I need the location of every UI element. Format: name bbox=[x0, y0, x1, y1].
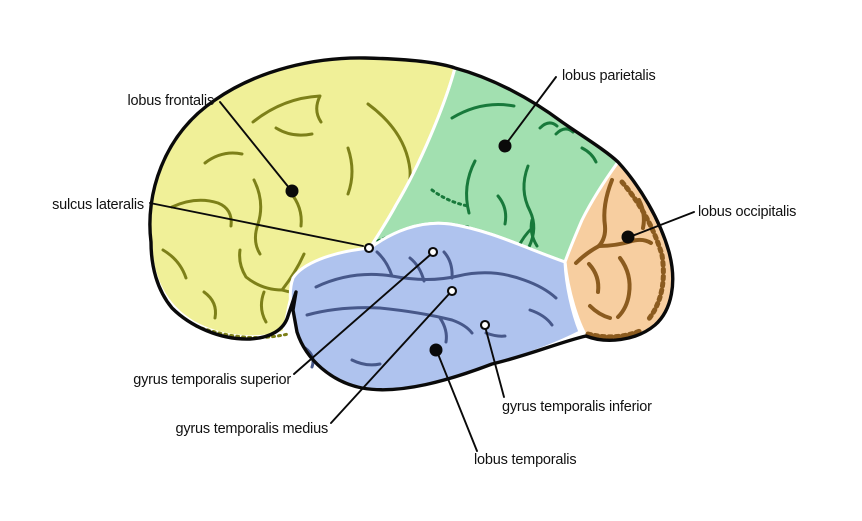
label-lobus-frontalis: lobus frontalis bbox=[128, 93, 214, 109]
labels: lobus frontalis lobus parietalis sulcus … bbox=[52, 68, 796, 468]
occipital-leader-line bbox=[631, 211, 695, 237]
temporal-sulci bbox=[303, 250, 558, 369]
parietal-dot-marker bbox=[498, 139, 512, 153]
lobe-occipital bbox=[563, 160, 675, 342]
sulcus-leader-line bbox=[149, 202, 364, 247]
occipital-dot-marker bbox=[621, 230, 635, 244]
temporal-leader-line bbox=[437, 353, 478, 452]
gyrus-medius-leader-line bbox=[330, 293, 450, 424]
frontal-dot-marker bbox=[285, 184, 299, 198]
label-sulcus-lateralis: sulcus lateralis bbox=[52, 197, 144, 213]
label-gyrus-temporalis-medius: gyrus temporalis medius bbox=[175, 421, 328, 437]
temporal-dot-marker bbox=[429, 343, 443, 357]
gyrus-medius-circle-marker bbox=[446, 285, 458, 297]
frontal-leader-line bbox=[219, 101, 291, 190]
brain-outline bbox=[148, 56, 675, 392]
markers bbox=[285, 139, 635, 357]
label-gyrus-temporalis-inferior: gyrus temporalis inferior bbox=[502, 399, 652, 415]
gyrus-inferior-leader-line bbox=[485, 329, 505, 398]
parietal-leader-line bbox=[505, 76, 557, 145]
occipital-sulci bbox=[574, 178, 666, 340]
label-lobus-occipitalis: lobus occipitalis bbox=[698, 204, 796, 220]
label-gyrus-temporalis-superior: gyrus temporalis superior bbox=[133, 372, 291, 388]
gyrus-inferior-circle-marker bbox=[479, 319, 491, 331]
lobe-temporal bbox=[288, 221, 582, 392]
label-lobus-parietalis: lobus parietalis bbox=[562, 68, 656, 84]
gyrus-superior-circle-marker bbox=[427, 246, 439, 258]
leader-lines bbox=[149, 76, 695, 452]
gyrus-superior-leader-line bbox=[293, 254, 431, 375]
label-lobus-temporalis: lobus temporalis bbox=[474, 452, 576, 468]
sulcus-circle-marker bbox=[363, 242, 375, 254]
